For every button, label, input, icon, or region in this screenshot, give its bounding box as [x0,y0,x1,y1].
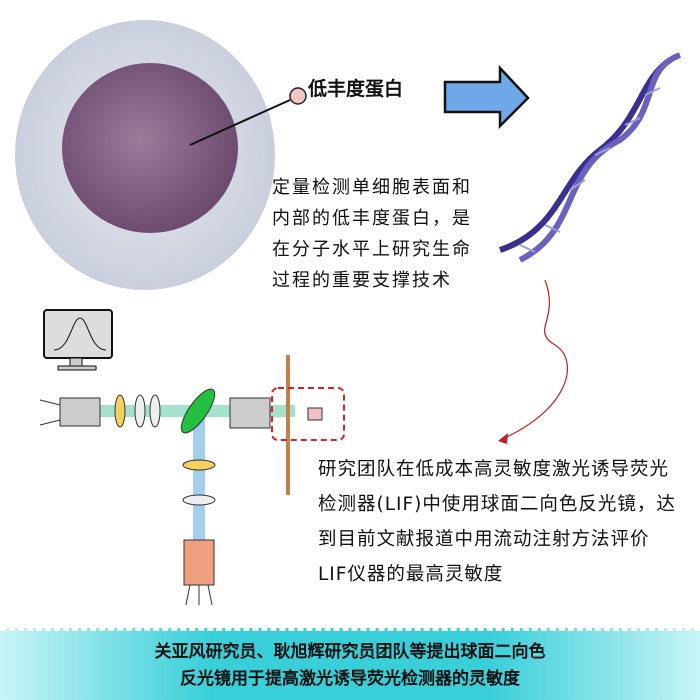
text-line: 定量检测单细胞表面和 [272,177,472,198]
arrow-right-icon [443,64,530,130]
cell-image [15,20,307,290]
optical-setup [39,355,345,606]
low-abundance-protein-label: 低丰度蛋白 [308,78,404,100]
text-line: LIF仪器的最高灵敏度 [318,564,504,585]
monitor-icon [43,309,113,371]
description-2: 研究团队在低成本高灵敏度激光诱导荧光 检测器(LIF)中使用球面二向色反光镜，达… [318,452,698,592]
curved-arrow [499,279,569,441]
text-line: 检测器(LIF)中使用球面二向色反光镜，达 [318,494,676,515]
text-line: 研究团队在低成本高灵敏度激光诱导荧光 [318,459,670,480]
title-banner: 关亚风研究员、耿旭辉研究员团队等提出球面二向色 反光镜用于提高激光诱导荧光检测器… [0,628,700,700]
text-line: 过程的重要支撑技术 [272,270,452,291]
banner-line: 关亚风研究员、耿旭辉研究员团队等提出球面二向色 [154,642,546,662]
dna-icon [499,52,682,263]
banner-line: 反光镜用于提高激光诱导荧光检测器的灵敏度 [180,669,520,689]
text-line: 内部的低丰度蛋白，是 [272,208,472,229]
description-1: 定量检测单细胞表面和 内部的低丰度蛋白，是 在分子水平上研究生命 过程的重要支撑… [272,172,502,296]
text-line: 在分子水平上研究生命 [272,239,472,260]
text-line: 到目前文献报道中用流动注射方法评价 [318,529,650,550]
